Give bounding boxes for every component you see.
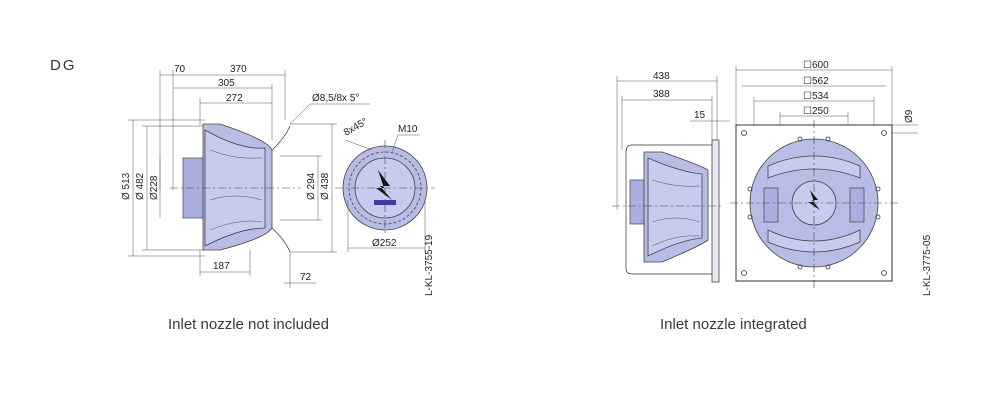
- dim-438: Ø 438: [320, 172, 331, 200]
- dim-294: Ø 294: [306, 172, 317, 200]
- dim-hole: Ø8,5/8x 5°: [312, 93, 359, 104]
- dim-r-388: 388: [653, 89, 670, 100]
- dim-sq562: ☐562: [803, 76, 829, 87]
- caption-right: Inlet nozzle integrated: [660, 316, 807, 333]
- dim-r-15: 15: [694, 110, 706, 121]
- left-side-view: 70 370 305 272 Ø8,5/8x 5° Ø 513 Ø 482 Ø2…: [121, 64, 370, 288]
- drawing-id-left: L-KL-3755-19: [424, 234, 435, 296]
- dim-sq250: ☐250: [803, 106, 829, 117]
- drawing-id-right: L-KL-3775-05: [922, 234, 933, 296]
- caption-left: Inlet nozzle not included: [168, 316, 329, 333]
- series-title: DG: [50, 57, 77, 74]
- dim-sq534: ☐534: [803, 91, 829, 102]
- dim-72: 72: [300, 272, 312, 283]
- dim-187: 187: [213, 261, 230, 272]
- dim-228: Ø228: [149, 175, 160, 200]
- dim-chamfer: 8x45°: [342, 116, 370, 138]
- left-front-view: 8x45° M10 Ø252 L-KL-3755-19: [335, 116, 435, 296]
- right-side-view: 438 388 15: [612, 71, 730, 283]
- dim-m10: M10: [398, 124, 418, 135]
- right-front-view: ☐600 ☐562 ☐534 ☐250: [730, 60, 933, 296]
- dim-305: 305: [218, 78, 235, 89]
- dim-252: Ø252: [372, 238, 397, 249]
- dim-r-438: 438: [653, 71, 670, 82]
- dim-r-9: Ø9: [904, 109, 915, 123]
- dim-70: 70: [174, 64, 186, 75]
- dim-sq600: ☐600: [803, 60, 829, 71]
- dim-272: 272: [226, 93, 243, 104]
- dim-482: Ø 482: [135, 172, 146, 200]
- dim-513: Ø 513: [121, 172, 132, 200]
- dim-370: 370: [230, 64, 247, 75]
